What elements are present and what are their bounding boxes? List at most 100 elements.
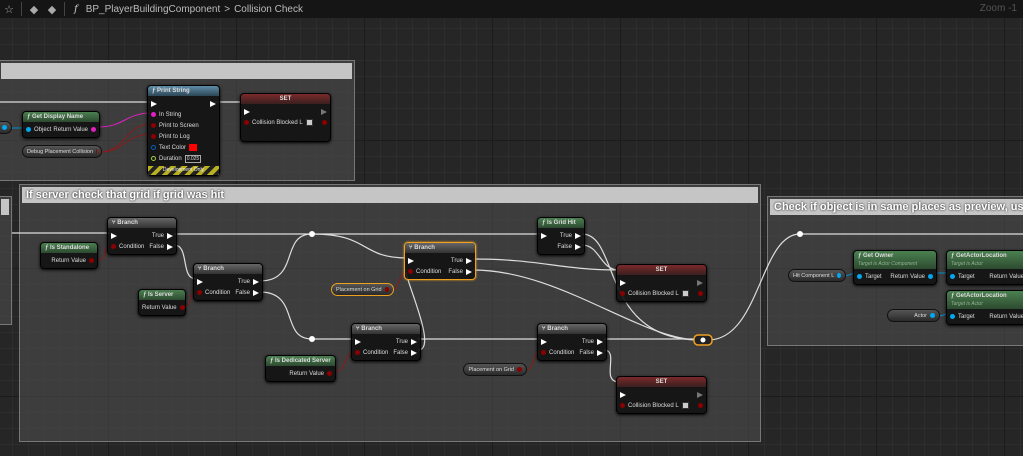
bool-pin-icon[interactable]: [151, 123, 156, 128]
exec-pin-icon[interactable]: [253, 289, 259, 296]
checkbox[interactable]: [681, 402, 689, 409]
pin[interactable]: [151, 100, 160, 107]
pin[interactable]: Condition: [408, 269, 441, 275]
pin[interactable]: Target: [857, 274, 882, 280]
pin[interactable]: False: [579, 349, 603, 356]
variable-pog2[interactable]: Placement on Grid: [463, 363, 527, 376]
string-pin-icon[interactable]: [151, 112, 156, 117]
comment-title[interactable]: Check if object is in same places as pre…: [770, 199, 1023, 215]
pin[interactable]: [541, 232, 550, 239]
pin[interactable]: True: [238, 278, 259, 285]
exec-pin-icon[interactable]: [210, 100, 216, 107]
pin[interactable]: True: [451, 257, 472, 264]
duration-input[interactable]: 0.025: [184, 154, 202, 163]
exec-pin-icon[interactable]: [321, 108, 327, 115]
node-header[interactable]: ⑂ Branch: [405, 243, 475, 253]
node-header[interactable]: ƒ Is Server: [139, 290, 185, 300]
pin[interactable]: False: [557, 243, 581, 250]
pin[interactable]: In String: [151, 112, 181, 118]
node-header[interactable]: ⑂ Branch: [538, 324, 606, 334]
variable-hcl[interactable]: Hit Component L: [788, 269, 846, 282]
node-set1[interactable]: SET Collision Blocked L: [240, 93, 331, 142]
bool-pin-icon[interactable]: [355, 350, 360, 355]
exec-pin-icon[interactable]: [620, 391, 626, 398]
comment-box-left[interactable]: [0, 196, 12, 325]
pin[interactable]: False: [448, 268, 472, 275]
bool-pin-icon[interactable]: [620, 403, 625, 408]
object-pin-icon[interactable]: [928, 274, 933, 279]
pin[interactable]: False: [235, 289, 259, 296]
pin[interactable]: True: [582, 338, 603, 345]
pin[interactable]: Return Value: [890, 274, 933, 280]
bool-pin-icon[interactable]: [408, 269, 413, 274]
variable-pog1[interactable]: Placement on Grid: [331, 283, 394, 296]
bool-pin-icon[interactable]: [179, 305, 185, 310]
pin[interactable]: True: [560, 232, 581, 239]
comment-title[interactable]: [1, 63, 352, 79]
pin[interactable]: Condition: [111, 244, 144, 250]
pin[interactable]: False: [149, 243, 173, 250]
pin[interactable]: Object: [26, 127, 51, 133]
pin[interactable]: True: [396, 338, 417, 345]
bool-pin-icon[interactable]: [111, 244, 116, 249]
node-header[interactable]: SET: [241, 94, 330, 104]
exec-pin-icon[interactable]: [575, 232, 581, 239]
bool-pin-icon[interactable]: [698, 291, 703, 296]
breadcrumb-graph[interactable]: BP_PlayerBuildingComponent: [85, 3, 221, 15]
bool-pin-icon[interactable]: [151, 134, 156, 139]
object-pin-icon[interactable]: [2, 125, 7, 130]
string-pin-icon[interactable]: [91, 127, 96, 132]
object-pin-icon[interactable]: [857, 274, 862, 279]
pin[interactable]: [620, 279, 629, 286]
exec-pin-icon[interactable]: [167, 243, 173, 250]
exec-pin-icon[interactable]: [466, 257, 472, 264]
pin[interactable]: Collision Blocked L: [244, 119, 313, 126]
pin[interactable]: Condition: [197, 290, 230, 296]
back-arrow-icon[interactable]: ◆: [29, 3, 39, 16]
pin[interactable]: [197, 278, 206, 285]
variable-actor[interactable]: Actor: [887, 309, 940, 322]
bool-pin-icon[interactable]: [327, 371, 332, 376]
bool-pin-icon[interactable]: [620, 291, 625, 296]
forward-arrow-icon[interactable]: ◆: [47, 3, 57, 16]
pin[interactable]: Collision Blocked L: [620, 290, 689, 297]
pin[interactable]: [318, 108, 327, 115]
node-header[interactable]: ƒ Print String: [148, 86, 219, 96]
comment-title[interactable]: [1, 199, 9, 215]
exec-pin-icon[interactable]: [355, 338, 361, 345]
exec-pin-icon[interactable]: [466, 268, 472, 275]
object-pin-icon[interactable]: [837, 273, 841, 278]
variable-dpc[interactable]: Debug Placement Collision: [22, 145, 102, 158]
node-header[interactable]: ⑂ Branch: [194, 264, 262, 274]
comment-title[interactable]: If server check that grid if grid was hi…: [22, 187, 758, 203]
pin[interactable]: [695, 291, 703, 296]
exec-pin-icon[interactable]: [253, 278, 259, 285]
object-pin-icon[interactable]: [930, 313, 935, 318]
pin[interactable]: [541, 338, 550, 345]
pin[interactable]: Return Value: [53, 127, 96, 133]
node-header[interactable]: ƒ Is Standalone: [41, 243, 97, 253]
exec-pin-icon[interactable]: [541, 338, 547, 345]
bool-pin-icon[interactable]: [89, 258, 94, 263]
pin[interactable]: Return Value: [142, 305, 185, 311]
bool-pin-icon[interactable]: [384, 287, 389, 292]
exec-pin-icon[interactable]: [541, 232, 547, 239]
bool-pin-icon[interactable]: [698, 403, 703, 408]
pin[interactable]: [355, 338, 364, 345]
exec-pin-icon[interactable]: [597, 349, 603, 356]
pin[interactable]: [694, 279, 703, 286]
exec-pin-icon[interactable]: [411, 338, 417, 345]
object-pin-icon[interactable]: [950, 314, 955, 319]
